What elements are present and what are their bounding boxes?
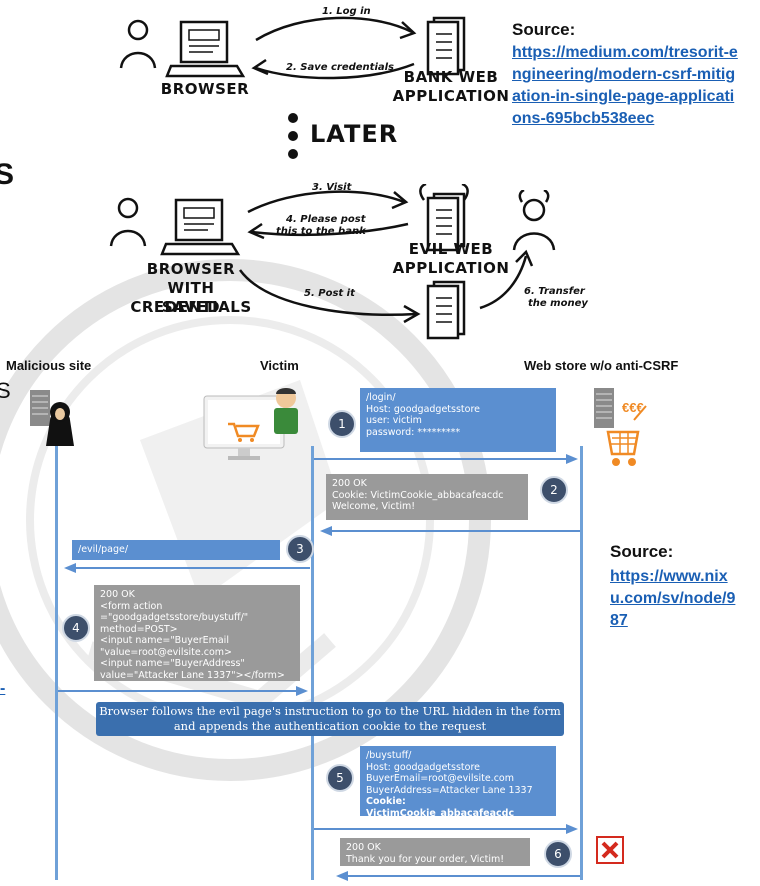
message-line: <input name="BuyerAddress" (100, 658, 245, 669)
lifeline-victim (311, 446, 314, 880)
banner-line: Browser follows the evil page's instruct… (99, 704, 561, 718)
message-line: <input name="BuyerEmail (100, 635, 229, 646)
top-source-title: Source: (512, 20, 576, 39)
user-figure-icon (119, 19, 157, 69)
message-line: BuyerAddress=Attacker Lane 1337 (366, 784, 533, 796)
evil-label-line2: APPLICATION (392, 259, 510, 277)
browser-label: BROWSER (160, 80, 250, 98)
column-header-victim: Victim (260, 358, 299, 373)
arrow-step1 (314, 454, 578, 464)
step-3-badge: 3 (286, 535, 314, 563)
bottom-source-title: Source: (610, 542, 674, 561)
message-line: Cookie: VictimCookie_abbacafeacdc (332, 489, 504, 501)
step3-message: /evil/page/ (72, 540, 280, 560)
arrow-save-label: 2. Save credentials (286, 62, 395, 73)
column-header-malicious: Malicious site (6, 358, 92, 373)
arrow-save-credentials (251, 58, 415, 80)
webstore-server-icon (594, 388, 647, 466)
arrow-visit (247, 190, 409, 214)
arrow-visit-label: 3. Visit (312, 182, 352, 193)
step4-message: 200 OK <form action ="goodgadgetsstore/b… (94, 585, 300, 681)
message-line: Cookie: VictimCookie_abbacafeacdc (366, 796, 515, 819)
message-line: Thank you for your order, Victim! (346, 853, 505, 865)
victim-person-icon (274, 388, 298, 434)
message-line: method=POST> (100, 623, 178, 635)
column-header-webstore: Web store w/o anti-CSRF (524, 358, 679, 373)
later-label: LATER (310, 120, 399, 148)
arrow-transfer-label-line2: the money (528, 298, 588, 309)
message-line: password: ********* (366, 426, 461, 438)
arrow-login (255, 16, 417, 42)
browser-saved-line2: WITH SAVED (161, 279, 221, 316)
arrow-transfer (479, 249, 534, 310)
step-5-badge: 5 (326, 764, 354, 792)
arrow-post-label-line1: 4. Please post (286, 214, 366, 225)
store-currency-label: €€€ (622, 400, 644, 415)
bank-label-line1: BANK WEB (403, 68, 499, 86)
posted-document-icon (426, 280, 466, 340)
message-line: <form action ="goodgadgetsstore/buystuff… (100, 600, 249, 624)
message-line: Welcome, Victim! (332, 501, 416, 512)
step-4-badge: 4 (62, 614, 90, 642)
message-line: Host: goodgadgetsstore (366, 761, 480, 773)
bottom-source-link[interactable]: https://www.nixu.com/sv/node/987 (610, 568, 736, 629)
message-line: 200 OK (346, 842, 381, 853)
step2-message: 200 OK Cookie: VictimCookie_abbacafeacdc… (326, 474, 528, 520)
evil-server-document-icon (419, 184, 469, 252)
arrow-postit-label: 5. Post it (304, 288, 355, 299)
step5-message: /buystuff/ Host: goodgadgetsstore BuyerE… (360, 746, 556, 819)
message-line: value="Attacker Lane 1337"></form> (100, 669, 285, 681)
left-edge-text-fragment: S (0, 158, 15, 191)
step-1-badge: 1 (328, 410, 356, 438)
step6-message: 200 OK Thank you for your order, Victim! (340, 838, 530, 866)
arrow-post-label-line2: this to the bank (276, 226, 366, 237)
arrow-login-label: 1. Log in (322, 6, 371, 17)
lifeline-malicious (55, 446, 58, 880)
message-line: "value=root@evilsite.com> (100, 646, 232, 658)
lifeline-webstore (580, 446, 583, 880)
message-line: 200 OK (100, 589, 135, 600)
laptop-browser-icon (165, 20, 246, 78)
top-source-link[interactable]: https://medium.com/tresorit-engineering/… (512, 44, 738, 127)
arrow-step5 (314, 824, 578, 834)
malicious-server-icon (30, 390, 74, 446)
browser-saved-line3: CREDENTIALS (130, 298, 252, 316)
message-line: user: victim (366, 415, 422, 426)
bank-server-document-icon (426, 16, 466, 76)
message-line: /evil/page/ (78, 544, 129, 555)
arrow-step4 (58, 686, 308, 696)
step-2-badge: 2 (540, 476, 568, 504)
laptop-browser-icon (160, 198, 241, 256)
arrow-please-post (247, 222, 409, 240)
message-line: 200 OK (332, 478, 367, 489)
message-line: /login/ (366, 392, 396, 403)
browser-saved-line1: BROWSER (146, 260, 236, 278)
attacker-figure-icon (512, 190, 556, 251)
user-figure-icon (109, 197, 147, 247)
left-edge-link-fragment[interactable]: - (0, 680, 6, 697)
step1-message: /login/ Host: goodgadgetsstore user: vic… (360, 388, 556, 452)
left-edge-text-fragment: S (0, 378, 11, 403)
arrow-step2 (320, 526, 580, 536)
victim-computer-icon (203, 395, 285, 460)
browser-follows-banner: Browser follows the evil page's instruct… (96, 702, 564, 736)
arrow-transfer-label-line1: 6. Transfer (524, 286, 585, 297)
bank-label-line2: APPLICATION (392, 87, 510, 105)
arrow-post-it (238, 269, 421, 324)
arrow-step3 (64, 563, 310, 573)
banner-line: and appends the authentication cookie to… (173, 719, 487, 733)
step-6-badge: 6 (544, 840, 572, 868)
later-dots-icon (288, 113, 298, 159)
message-line: /buystuff/ (366, 750, 412, 761)
fail-x-icon (596, 836, 624, 864)
arrow-step6 (336, 871, 580, 881)
message-line: Host: goodgadgetsstore (366, 403, 480, 415)
evil-label-line1: EVIL WEB (408, 240, 494, 258)
message-line: BuyerEmail=root@evilsite.com (366, 773, 514, 784)
